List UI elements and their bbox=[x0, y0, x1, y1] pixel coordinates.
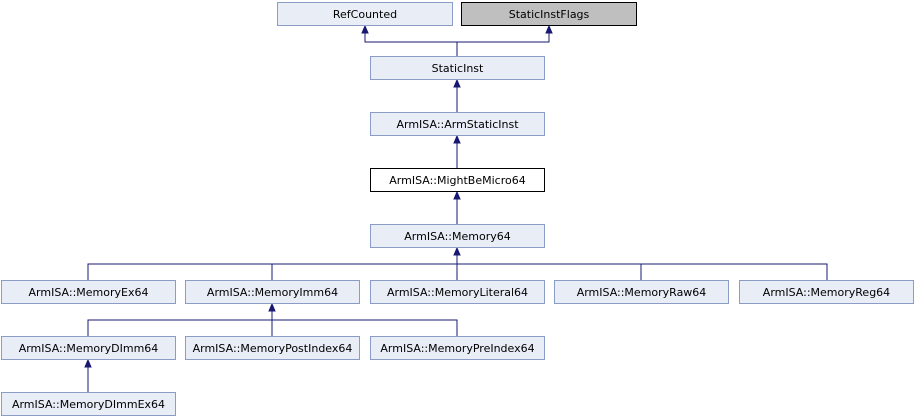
node-memorydimm64[interactable]: ArmISA::MemoryDImm64 bbox=[1, 336, 176, 360]
node-staticinst[interactable]: StaticInst bbox=[370, 56, 545, 80]
node-memoryliteral64[interactable]: ArmISA::MemoryLiteral64 bbox=[370, 280, 545, 304]
arrowhead-armstaticinst bbox=[453, 134, 461, 144]
edge-arrowheads bbox=[84, 24, 553, 368]
node-memoryraw64[interactable]: ArmISA::MemoryRaw64 bbox=[554, 280, 729, 304]
arrowhead-memorydimm64 bbox=[84, 358, 92, 368]
edge-staticinst-staticinstflags bbox=[457, 32, 550, 43]
node-refcounted[interactable]: RefCounted bbox=[277, 2, 453, 26]
node-staticinstflags: StaticInstFlags bbox=[461, 2, 637, 26]
edge-row2-bus bbox=[87, 263, 828, 280]
node-memorypostindex64[interactable]: ArmISA::MemoryPostIndex64 bbox=[185, 336, 360, 360]
node-memory64[interactable]: ArmISA::Memory64 bbox=[370, 224, 545, 248]
arrowhead-memoryimm64 bbox=[268, 302, 276, 312]
arrowhead-staticinstflags bbox=[545, 24, 553, 34]
node-memoryimm64[interactable]: ArmISA::MemoryImm64 bbox=[185, 280, 360, 304]
arrowhead-memory64 bbox=[453, 246, 461, 256]
node-memorypreindex64[interactable]: ArmISA::MemoryPreIndex64 bbox=[370, 336, 545, 360]
node-mightbemicro64: ArmISA::MightBeMicro64 bbox=[370, 168, 545, 192]
node-memoryex64[interactable]: ArmISA::MemoryEx64 bbox=[1, 280, 176, 304]
edge-staticinst-refcounted bbox=[364, 32, 458, 56]
node-memorydimmex64[interactable]: ArmISA::MemoryDImmEx64 bbox=[1, 392, 176, 416]
node-armstaticinst[interactable]: ArmISA::ArmStaticInst bbox=[370, 112, 545, 136]
arrowhead-staticinst bbox=[453, 78, 461, 88]
node-memoryreg64[interactable]: ArmISA::MemoryReg64 bbox=[739, 280, 914, 304]
arrowhead-mightbemicro64 bbox=[453, 190, 461, 200]
edge-lines bbox=[87, 32, 828, 392]
edge-row3-bus bbox=[87, 319, 458, 336]
arrowhead-refcounted bbox=[361, 24, 369, 34]
